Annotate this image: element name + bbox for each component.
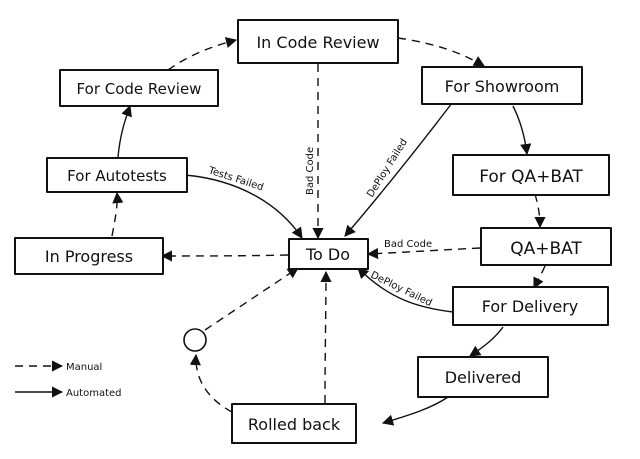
node-for-autotests: For Autotests (46, 157, 188, 193)
legend-automated-label: Automated (66, 388, 122, 399)
svg-text:QA+BAT: QA+BAT (510, 239, 582, 259)
edge-label-bad-code-vertical: Bad Code (305, 147, 316, 195)
svg-text:For Delivery: For Delivery (482, 297, 579, 316)
edge-qabat-todo (366, 247, 481, 260)
svg-text:For QA+BAT: For QA+BAT (479, 167, 583, 187)
node-for-code-review: For Code Review (59, 69, 219, 107)
terminal-circle (183, 328, 207, 352)
edge-rolledback-circle (189, 353, 233, 413)
svg-text:In Code Review: In Code Review (256, 33, 379, 52)
node-rolled-back: Rolled back (231, 403, 357, 444)
edge-label-bad-code: Bad Code (384, 239, 432, 250)
edge-inprogress-forautotests (111, 191, 124, 237)
edge-incodereview-forshowroom (397, 37, 485, 67)
svg-text:To Do: To Do (305, 245, 350, 264)
edge-circle-todo (204, 267, 299, 331)
edge-qabat-fordelivery (533, 265, 546, 290)
edge-rolledback-todo (320, 270, 332, 404)
edge-forcodereview-incodereview (167, 37, 238, 71)
legend: Manual Automated (15, 360, 122, 399)
edge-forshowroom-forqabat (512, 105, 532, 156)
edge-forautotests-forcodereview (117, 104, 132, 158)
edge-fordelivery-todo (357, 267, 454, 313)
node-for-qa-bat: For QA+BAT (452, 154, 610, 196)
svg-text:For Showroom: For Showroom (445, 77, 560, 96)
node-for-showroom: For Showroom (421, 66, 583, 105)
edge-label-deploy-failed: DePloy Failed (369, 270, 434, 309)
node-in-progress: In Progress (14, 237, 164, 275)
svg-text:Rolled back: Rolled back (248, 415, 341, 434)
node-delivered: Delivered (417, 356, 549, 398)
edge-forshowroom-todo (344, 102, 453, 237)
node-for-delivery: For Delivery (452, 286, 609, 326)
svg-text:Delivered: Delivered (445, 368, 522, 387)
svg-text:In Progress: In Progress (45, 247, 133, 266)
edge-fordelivery-delivered (469, 326, 504, 357)
svg-text:For Autotests: For Autotests (67, 167, 167, 185)
edge-todo-inprogress (160, 250, 289, 262)
edge-label-deploy-failed-vertical: DePloy Failed (365, 137, 410, 200)
node-qa-bat: QA+BAT (480, 227, 612, 266)
edge-forqabat-qabat (534, 193, 546, 229)
node-to-do: To Do (288, 238, 369, 270)
svg-text:For Code Review: For Code Review (77, 80, 202, 98)
node-in-code-review: In Code Review (237, 19, 399, 64)
edge-forautotests-todo (184, 174, 303, 239)
legend-manual-label: Manual (66, 362, 102, 373)
edge-delivered-rolledback (381, 396, 449, 426)
